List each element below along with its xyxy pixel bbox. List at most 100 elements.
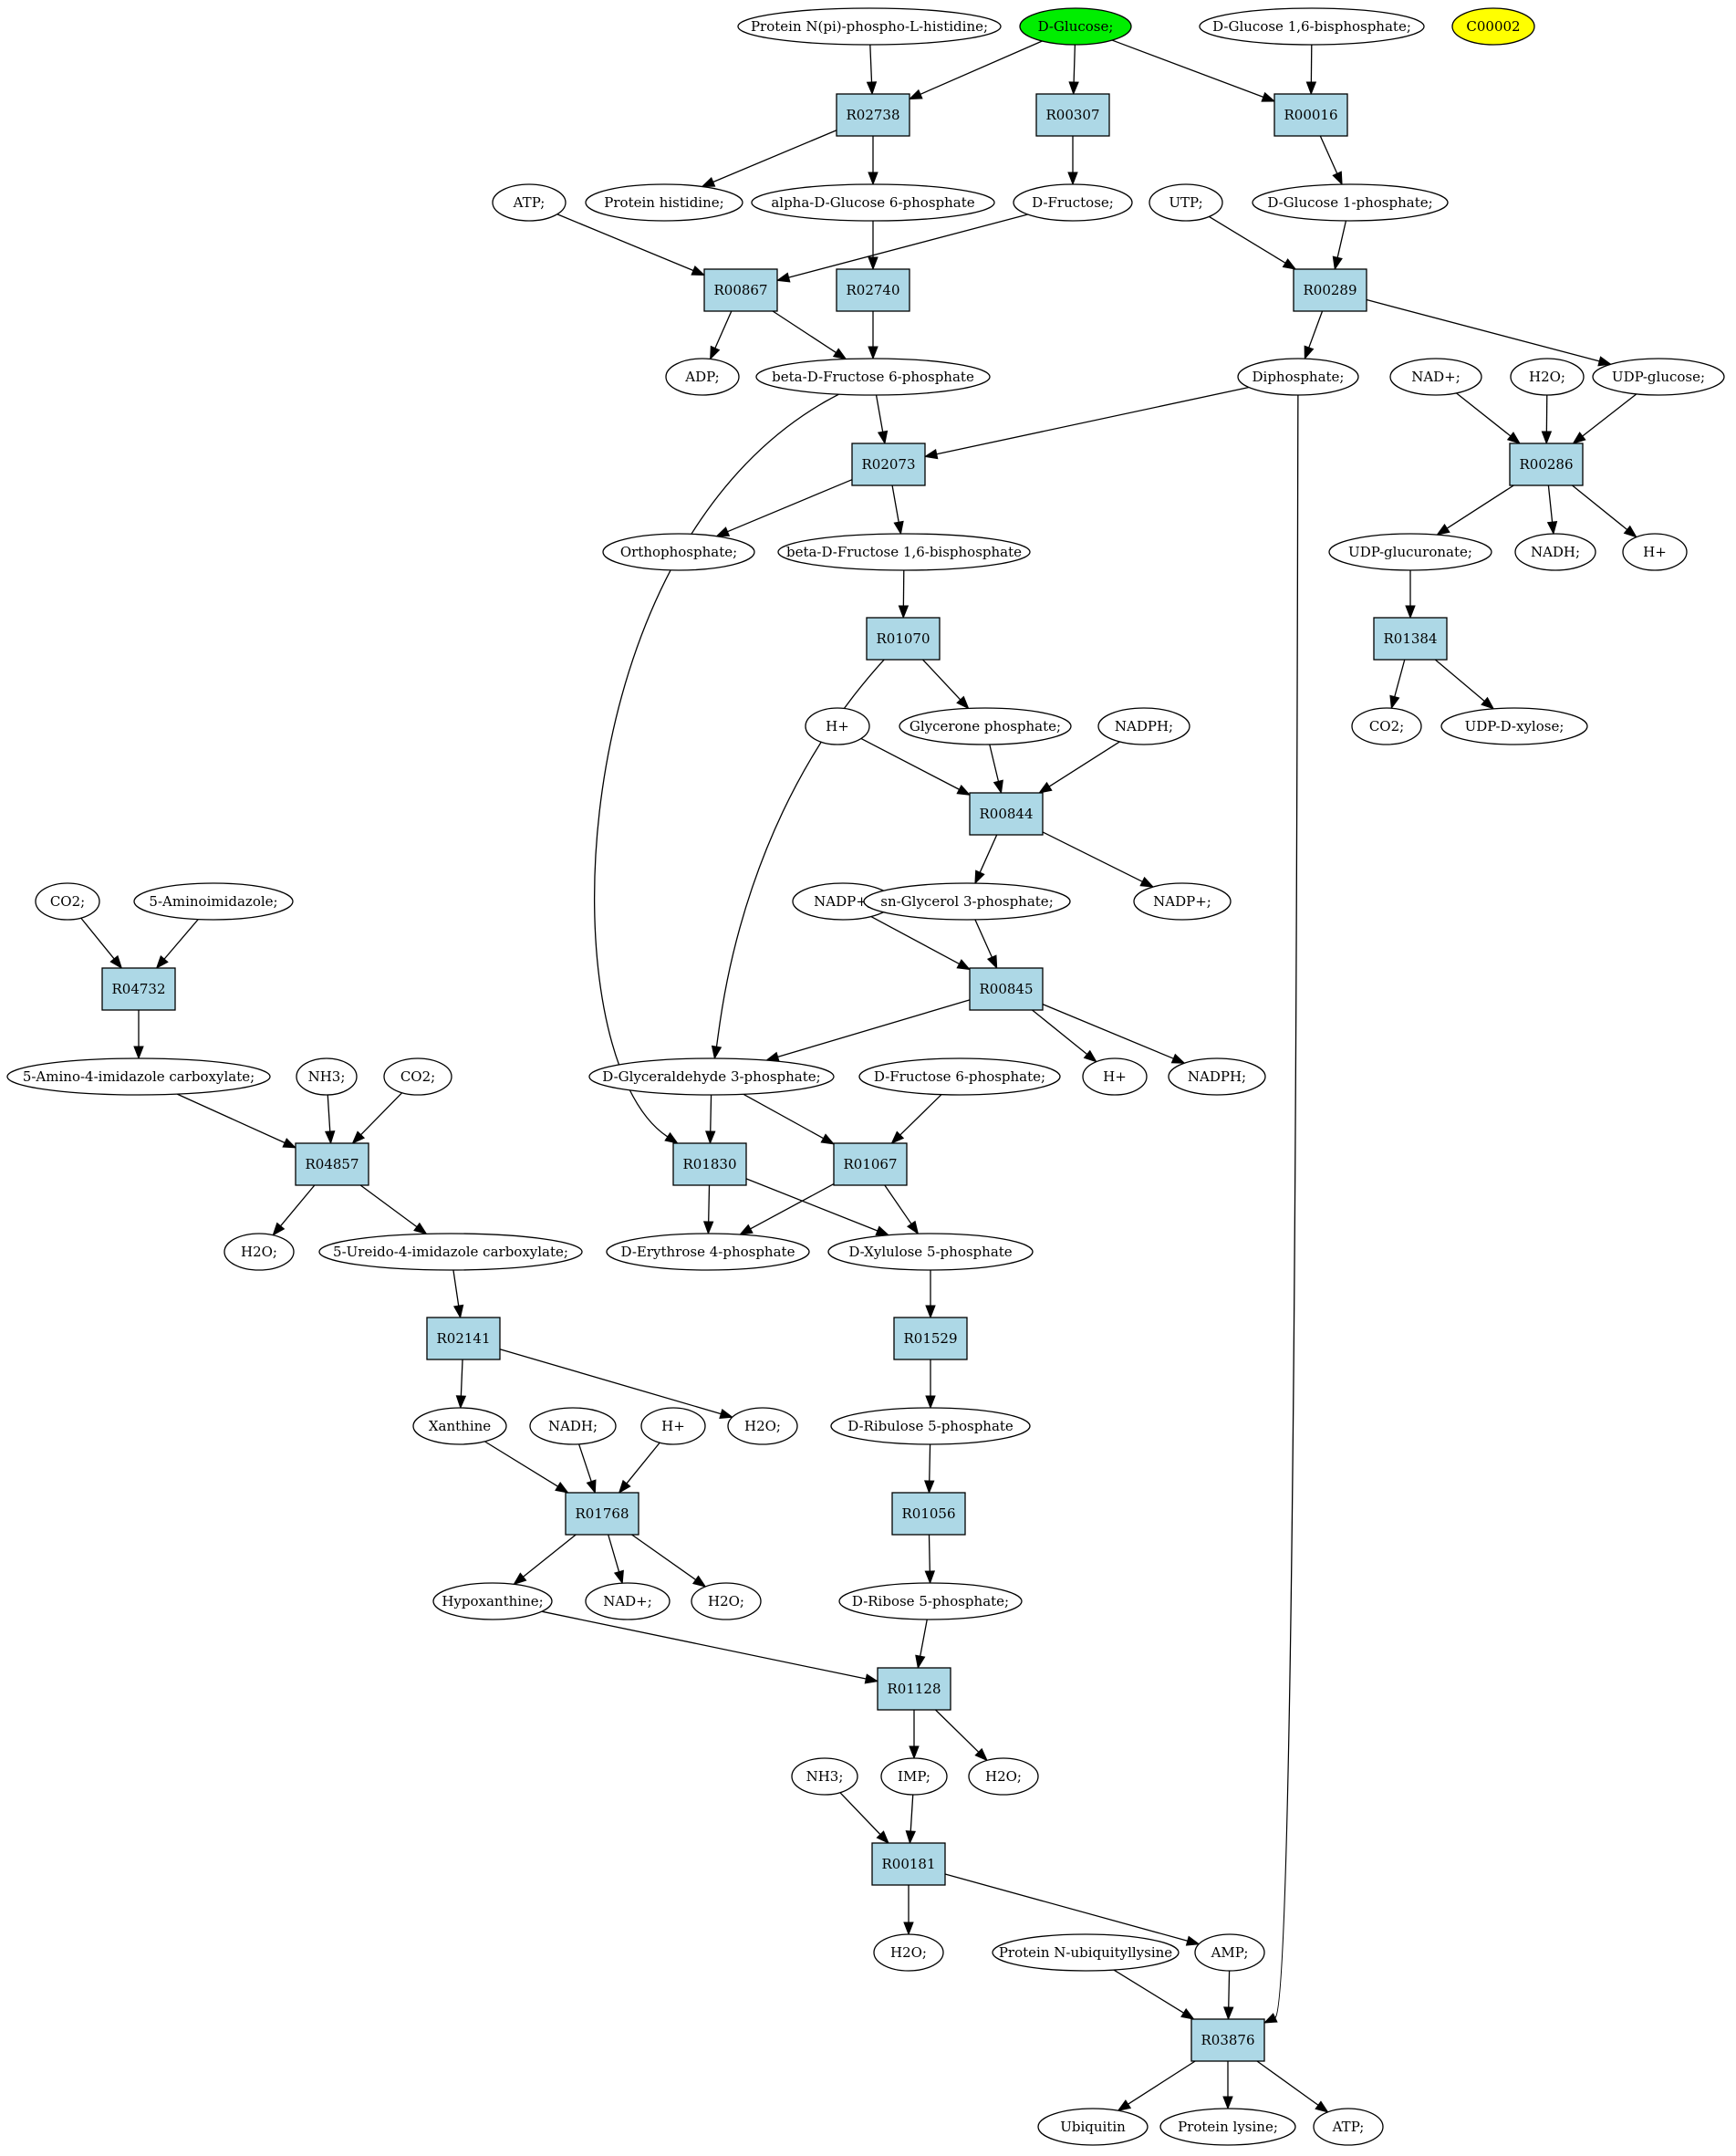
compound-node-d-glucose[interactable]: D-Glucose; [1019, 7, 1132, 46]
compound-node-ubiquitin[interactable]: Ubiquitin [1037, 2108, 1149, 2146]
compound-node-udp-glucose[interactable]: UDP-glucose; [1592, 358, 1725, 396]
compound-node-h[interactable]: H+ [640, 1407, 706, 1445]
arrowhead-icon [1263, 2013, 1278, 2024]
reaction-node-r00844[interactable]: R00844 [969, 792, 1044, 836]
compound-node-nadh[interactable]: NADH; [1514, 533, 1596, 571]
reaction-node-r02740[interactable]: R02740 [836, 268, 910, 312]
compound-node-nad[interactable]: NAD+; [585, 1582, 670, 1620]
compound-node-atp[interactable]: ATP; [492, 183, 567, 222]
arrowhead-icon [956, 784, 972, 796]
reaction-node-r01384[interactable]: R01384 [1373, 617, 1448, 661]
reaction-node-r01056[interactable]: R01056 [891, 1492, 966, 1536]
reaction-node-r00867[interactable]: R00867 [703, 268, 778, 312]
compound-node-amp[interactable]: AMP; [1194, 1933, 1265, 1972]
arrowhead-icon [868, 256, 878, 271]
compound-node-c00002[interactable]: C00002 [1451, 7, 1535, 46]
node-label: UTP; [1169, 194, 1202, 211]
compound-ellipse [1159, 2108, 1296, 2146]
compound-node-co2[interactable]: CO2; [35, 882, 100, 921]
compound-node-adp[interactable]: ADP; [665, 358, 740, 396]
node-label: R04732 [111, 981, 165, 997]
reaction-node-r00286[interactable]: R00286 [1509, 443, 1584, 486]
reaction-node-r00016[interactable]: R00016 [1273, 93, 1348, 137]
compound-node-nad[interactable]: NAD+; [1389, 358, 1482, 396]
arrowhead-icon [691, 265, 706, 276]
compound-node-nadp[interactable]: NADP+; [1133, 882, 1232, 921]
compound-node-co2[interactable]: CO2; [1351, 707, 1422, 745]
edge-line [979, 834, 998, 873]
edge-line [460, 1359, 463, 1397]
reaction-node-r01529[interactable]: R01529 [893, 1317, 968, 1360]
compound-node-alpha-d-glucose-6-phosphate[interactable]: alpha-D-Glucose 6-phosphate [751, 183, 995, 222]
edge-line [899, 1094, 942, 1136]
compound-node-d-fructose-6-phosphate[interactable]: D-Fructose 6-phosphate; [858, 1057, 1061, 1096]
compound-node-d-erythrose-4-phosphate[interactable]: D-Erythrose 4-phosphate [606, 1233, 810, 1271]
compound-node-h[interactable]: H+ [1082, 1057, 1148, 1096]
reaction-node-r01128[interactable]: R01128 [877, 1667, 951, 1711]
compound-node-5-amino-4-imidazole-carboxylate[interactable]: 5-Amino-4-imidazole carboxylate; [6, 1057, 271, 1096]
compound-node-h2o[interactable]: H2O; [223, 1233, 295, 1271]
compound-node-udp-d-xylose[interactable]: UDP-D-xylose; [1440, 707, 1588, 745]
compound-node-nh3[interactable]: NH3; [296, 1057, 358, 1096]
reaction-node-r00845[interactable]: R00845 [969, 967, 1044, 1011]
compound-node-d-ribulose-5-phosphate[interactable]: D-Ribulose 5-phosphate [830, 1407, 1031, 1445]
compound-node-h2o[interactable]: H2O; [727, 1407, 798, 1445]
compound-node-glycerone-phosphate[interactable]: Glycerone phosphate; [899, 707, 1072, 745]
compound-node-udp-glucuronate[interactable]: UDP-glucuronate; [1328, 533, 1492, 571]
compound-node-nadh[interactable]: NADH; [529, 1407, 617, 1445]
edge-n1-n5 [866, 44, 878, 96]
reaction-node-r01830[interactable]: R01830 [672, 1142, 747, 1186]
reaction-node-r04732[interactable]: R04732 [101, 967, 176, 1011]
compound-node-imp[interactable]: IMP; [880, 1757, 948, 1796]
edge-line [944, 1873, 1188, 1942]
compound-node-h2o[interactable]: H2O; [1510, 358, 1585, 396]
compound-node-protein-n-ubiquityllysine[interactable]: Protein N-ubiquityllysine [992, 1933, 1180, 1972]
compound-node-h2o[interactable]: H2O; [691, 1582, 762, 1620]
compound-node-orthophosphate[interactable]: Orthophosphate; [602, 533, 755, 571]
compound-node-d-ribose-5-phosphate[interactable]: D-Ribose 5-phosphate; [838, 1582, 1023, 1620]
reaction-node-r02738[interactable]: R02738 [836, 93, 910, 137]
compound-node-nh3[interactable]: NH3; [791, 1757, 858, 1796]
reaction-node-r02141[interactable]: R02141 [426, 1317, 501, 1360]
compound-node-nadph[interactable]: NADPH; [1097, 707, 1190, 745]
compound-node-xanthine[interactable]: Xanthine [412, 1407, 507, 1445]
reaction-node-r00289[interactable]: R00289 [1293, 268, 1367, 312]
compound-ellipse [827, 1233, 1034, 1271]
reaction-node-r01768[interactable]: R01768 [565, 1492, 639, 1536]
reaction-node-r02073[interactable]: R02073 [851, 443, 926, 486]
compound-node-nadph[interactable]: NADPH; [1168, 1057, 1266, 1096]
compound-node-co2[interactable]: CO2; [383, 1057, 452, 1096]
compound-node-5-aminoimidazole[interactable]: 5-Aminoimidazole; [133, 882, 294, 921]
compound-node-utp[interactable]: UTP; [1149, 183, 1223, 222]
node-label: R00845 [979, 981, 1033, 997]
compound-node-hypoxanthine[interactable]: Hypoxanthine; [432, 1582, 553, 1620]
reaction-node-r00307[interactable]: R00307 [1035, 93, 1110, 137]
compound-node-d-glucose-1-phosphate[interactable]: D-Glucose 1-phosphate; [1252, 183, 1449, 222]
compound-node-sn-glycerol-3-phosphate[interactable]: sn-Glycerol 3-phosphate; [863, 882, 1071, 921]
compound-node-d-fructose[interactable]: D-Fructose; [1013, 183, 1133, 222]
compound-node-beta-d-fructose-1-6-bisphosphate[interactable]: beta-D-Fructose 1,6-bisphosphate [777, 533, 1031, 571]
reaction-node-r00181[interactable]: R00181 [871, 1842, 946, 1886]
edge-line [327, 1094, 331, 1132]
edge-line [875, 394, 884, 432]
compound-node-d-glyceraldehyde-3-phosphate[interactable]: D-Glyceraldehyde 3-phosphate; [588, 1057, 835, 1096]
compound-node-h[interactable]: H+ [1622, 533, 1688, 571]
compound-node-h[interactable]: H+ [805, 707, 870, 745]
reaction-node-r04857[interactable]: R04857 [295, 1142, 369, 1186]
edge-n80-n83 [1256, 2060, 1329, 2113]
compound-node-protein-histidine[interactable]: Protein histidine; [585, 183, 743, 222]
reaction-node-r01070[interactable]: R01070 [866, 617, 941, 661]
compound-node-atp[interactable]: ATP; [1313, 2108, 1384, 2146]
reaction-node-r01067[interactable]: R01067 [833, 1142, 908, 1186]
compound-node-h2o[interactable]: H2O; [968, 1757, 1039, 1796]
compound-node-protein-n-pi-phospho-l-histidine[interactable]: Protein N(pi)-phospho-L-histidine; [737, 7, 1002, 46]
compound-node-beta-d-fructose-6-phosphate[interactable]: beta-D-Fructose 6-phosphate [755, 358, 991, 396]
compound-node-protein-lysine[interactable]: Protein lysine; [1159, 2108, 1296, 2146]
compound-node-5-ureido-4-imidazole-carboxylate[interactable]: 5-Ureido-4-imidazole carboxylate; [318, 1233, 583, 1271]
compound-node-h2o[interactable]: H2O; [873, 1933, 944, 1972]
compound-node-d-xylulose-5-phosphate[interactable]: D-Xylulose 5-phosphate [827, 1233, 1034, 1271]
compound-node-diphosphate[interactable]: Diphosphate; [1237, 358, 1359, 396]
compound-node-d-glucose-1-6-bisphosphate[interactable]: D-Glucose 1,6-bisphosphate; [1199, 7, 1425, 46]
reaction-node-r03876[interactable]: R03876 [1190, 2018, 1265, 2062]
arrowhead-icon [906, 1220, 920, 1235]
